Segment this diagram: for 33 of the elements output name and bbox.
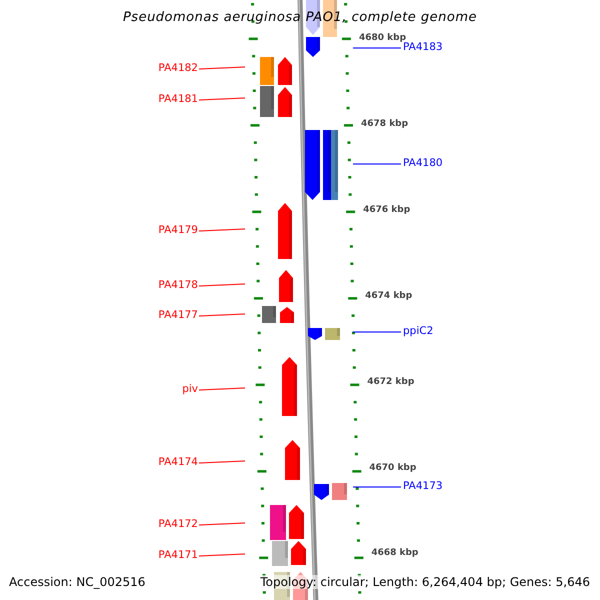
leader-line	[198, 314, 246, 316]
leader-line	[198, 460, 246, 464]
gene-label: PA4172	[158, 518, 198, 530]
scale-label: 4678 kbp	[361, 119, 408, 129]
leader-line	[198, 522, 246, 526]
leader-line	[198, 388, 246, 390]
gene-label: ppiC2	[403, 325, 434, 337]
gene-label: PA4180	[403, 157, 443, 169]
leader-line	[352, 486, 402, 488]
scale-label: 4680 kbp	[358, 33, 406, 43]
gene-label: PA4183	[403, 41, 443, 53]
scale-label: 4676 kbp	[363, 205, 410, 215]
leader-line	[198, 284, 246, 286]
gene-label: PA4182	[158, 62, 198, 74]
accession-text: Accession: NC_002516	[9, 575, 146, 589]
leader-line	[198, 554, 246, 556]
leader-line	[198, 66, 246, 70]
scale-label: 4668 kbp	[371, 548, 418, 558]
gene-label: PA4179	[158, 224, 198, 236]
scale-label: 4674 kbp	[365, 291, 412, 301]
gene-label: PA4178	[158, 279, 198, 291]
leader-line	[198, 228, 246, 232]
genome-summary-text: Topology: circular; Length: 6,264,404 bp; Genes: 5,646	[260, 575, 590, 589]
title: Pseudomonas aeruginosa PAO1, complete genome	[122, 10, 478, 25]
scale-label: 4670 kbp	[369, 463, 416, 473]
leader-line	[198, 98, 246, 100]
scale-label: 4672 kbp	[367, 377, 414, 387]
gene-label: PA4173	[403, 480, 443, 492]
gene-label: PA4174	[158, 456, 198, 468]
gene-label: piv	[182, 383, 198, 395]
gene-label: PA4171	[158, 549, 198, 561]
gene-label: PA4177	[158, 309, 198, 321]
gene-label: PA4181	[158, 93, 198, 105]
